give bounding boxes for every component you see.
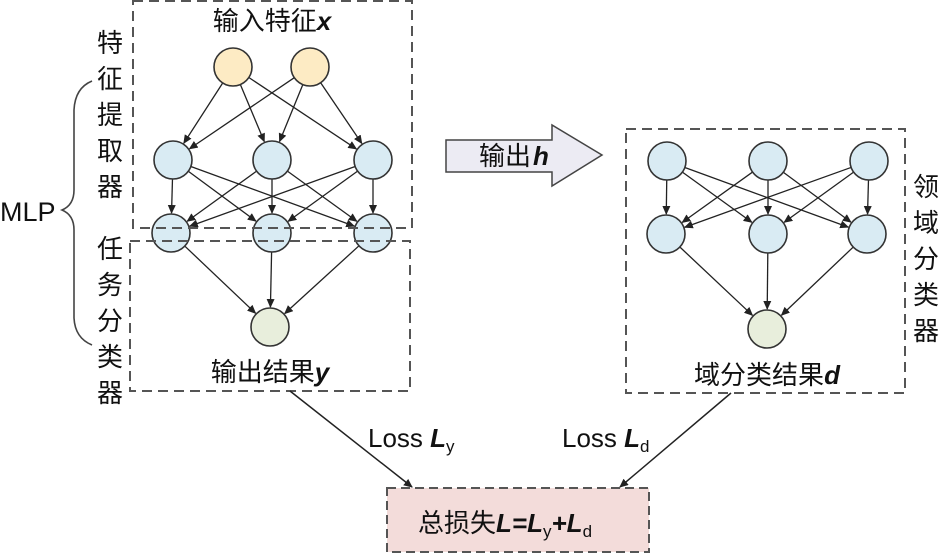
total-loss-box <box>386 487 650 553</box>
task-output-node <box>250 307 290 347</box>
task-classifier-box <box>129 240 411 392</box>
transfer-arrow-label: 输出h <box>479 141 549 172</box>
feature-edge <box>188 77 295 150</box>
feature-edge <box>248 76 358 150</box>
input-features-title: 输入特征x <box>213 6 333 37</box>
feature-edge <box>188 165 356 228</box>
feature-edge <box>287 170 358 222</box>
domain-classifier-box <box>625 128 906 394</box>
domain-hidden-node <box>647 141 687 181</box>
total-loss-label: 总损失L=Ly+Ld <box>418 508 592 541</box>
domain-hidden-node <box>748 141 788 181</box>
domain-edge <box>763 252 772 311</box>
task-edge <box>184 245 257 314</box>
input-node <box>290 47 330 87</box>
domain-hidden-node <box>847 214 887 254</box>
domain-edge <box>863 179 872 216</box>
side-label-char: 器 <box>97 173 123 203</box>
domain-hidden-node <box>646 214 686 254</box>
loss-d-label: Loss Ld <box>562 423 650 456</box>
side-label-char: 取 <box>97 137 123 167</box>
side-label-char: 器 <box>97 379 123 409</box>
side-label-char: 任 <box>97 235 123 265</box>
hidden-node <box>353 140 393 180</box>
domain-edge <box>681 171 753 223</box>
feature-edge <box>183 82 224 145</box>
feature-edge <box>186 170 257 222</box>
feature-edge <box>167 178 176 215</box>
loss-y-label: Loss Ly <box>368 423 455 456</box>
task-edge <box>266 251 275 309</box>
task-edge <box>284 245 360 315</box>
domain-hidden-node <box>849 141 889 181</box>
feature-extractor-box <box>132 0 413 229</box>
side-label-char: 域 <box>913 209 939 239</box>
domain-hidden-node <box>748 214 788 254</box>
domain-edge <box>782 171 852 223</box>
side-label-char: 特 <box>97 29 123 59</box>
network-nodes <box>151 47 889 349</box>
hidden-node <box>353 213 393 253</box>
hidden-node <box>153 140 193 180</box>
mlp-label: MLP <box>0 197 56 227</box>
transfer-arrow <box>445 123 604 188</box>
side-label-char: 类 <box>97 343 123 373</box>
loss-d-arrow <box>619 392 732 488</box>
side-label-char: 器 <box>913 317 939 347</box>
side-label-char: 分 <box>913 245 939 275</box>
domain-edge <box>780 246 854 316</box>
hidden-node <box>252 213 292 253</box>
mlp-brace <box>59 80 93 346</box>
hidden-node <box>252 140 292 180</box>
hidden-node <box>151 213 191 253</box>
side-label-char: 提 <box>97 101 123 131</box>
feature-edge <box>278 84 304 143</box>
side-label-char: 务 <box>97 271 123 301</box>
output-result-label: 输出结果y <box>211 357 331 388</box>
domain-edge <box>679 246 754 316</box>
domain-edge <box>783 171 854 223</box>
feature-edge <box>239 84 265 143</box>
input-node <box>213 47 253 87</box>
feature-edge <box>320 82 363 145</box>
network-edges <box>167 76 872 316</box>
side-label-char: 领 <box>913 173 939 203</box>
side-label-char: 分 <box>97 307 123 337</box>
side-label-char: 类 <box>913 281 939 311</box>
side-label-char: 征 <box>97 65 123 95</box>
loss-y-arrow <box>289 390 413 488</box>
domain-edge <box>683 166 852 229</box>
domain-output-node <box>747 309 787 349</box>
domain-result-label: 域分类结果d <box>694 360 841 391</box>
